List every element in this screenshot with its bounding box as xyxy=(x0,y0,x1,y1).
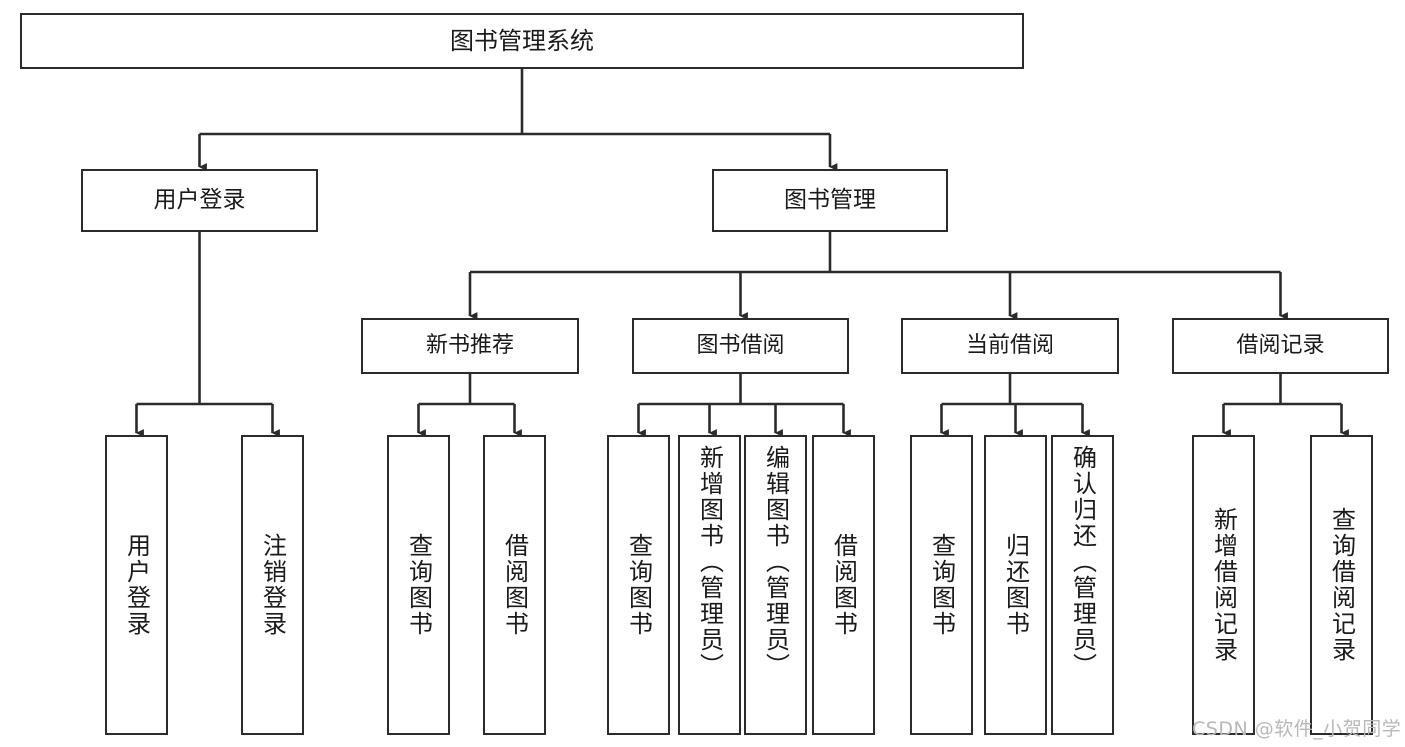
leaf-borrow-book-recommend[interactable]: 借阅图书 xyxy=(483,435,546,735)
node-book-management[interactable]: 图书管理 xyxy=(712,169,948,232)
leaf-logout[interactable]: 注销登录 xyxy=(241,435,304,735)
node-label: 查询借阅记录 xyxy=(1327,507,1356,663)
node-user-login[interactable]: 用户登录 xyxy=(81,169,318,232)
node-root[interactable]: 图书管理系统 xyxy=(20,13,1024,69)
node-label: 借阅记录 xyxy=(1236,332,1325,358)
leaf-add-borrow-record[interactable]: 新增借阅记录 xyxy=(1192,435,1255,735)
leaf-borrow-book[interactable]: 借阅图书 xyxy=(812,435,875,735)
leaf-query-book-current[interactable]: 查询图书 xyxy=(910,435,973,735)
node-borrow-record[interactable]: 借阅记录 xyxy=(1172,318,1389,374)
node-label: 借阅图书 xyxy=(500,533,529,637)
leaf-query-book-borrow[interactable]: 查询图书 xyxy=(607,435,670,735)
node-label: 编辑图书（管理员） xyxy=(761,445,790,679)
node-label: 查询图书 xyxy=(404,533,433,637)
node-label: 用户登录 xyxy=(153,186,246,213)
node-label: 图书借阅 xyxy=(696,332,785,358)
node-label: 查询图书 xyxy=(624,533,653,637)
node-new-book-recommend[interactable]: 新书推荐 xyxy=(361,318,579,374)
node-label: 注销登录 xyxy=(258,533,287,637)
node-label: 确认归还（管理员） xyxy=(1068,445,1097,679)
node-label: 图书管理 xyxy=(784,186,876,213)
node-label: 当前借阅 xyxy=(965,332,1054,358)
leaf-edit-book-admin[interactable]: 编辑图书（管理员） xyxy=(744,435,807,735)
leaf-query-book-recommend[interactable]: 查询图书 xyxy=(387,435,450,735)
leaf-user-login[interactable]: 用户登录 xyxy=(105,435,168,735)
node-label: 图书管理系统 xyxy=(450,26,594,55)
leaf-return-book[interactable]: 归还图书 xyxy=(984,435,1047,735)
leaf-query-borrow-record[interactable]: 查询借阅记录 xyxy=(1310,435,1373,735)
leaf-confirm-return-admin[interactable]: 确认归还（管理员） xyxy=(1051,435,1114,735)
node-label: 新书推荐 xyxy=(425,332,514,358)
leaf-add-book-admin[interactable]: 新增图书（管理员） xyxy=(678,435,741,735)
node-label: 借阅图书 xyxy=(829,533,858,637)
node-label: 新增借阅记录 xyxy=(1209,507,1238,663)
node-book-borrow[interactable]: 图书借阅 xyxy=(632,318,849,374)
edges xyxy=(135,69,1349,437)
node-label: 归还图书 xyxy=(1001,533,1030,637)
node-label: 查询图书 xyxy=(927,533,956,637)
csdn-watermark: CSDN @软件_小贺同学 xyxy=(1192,718,1402,740)
node-label: 新增图书（管理员） xyxy=(695,445,724,679)
node-current-borrow[interactable]: 当前借阅 xyxy=(901,318,1119,374)
node-label: 用户登录 xyxy=(122,533,151,637)
